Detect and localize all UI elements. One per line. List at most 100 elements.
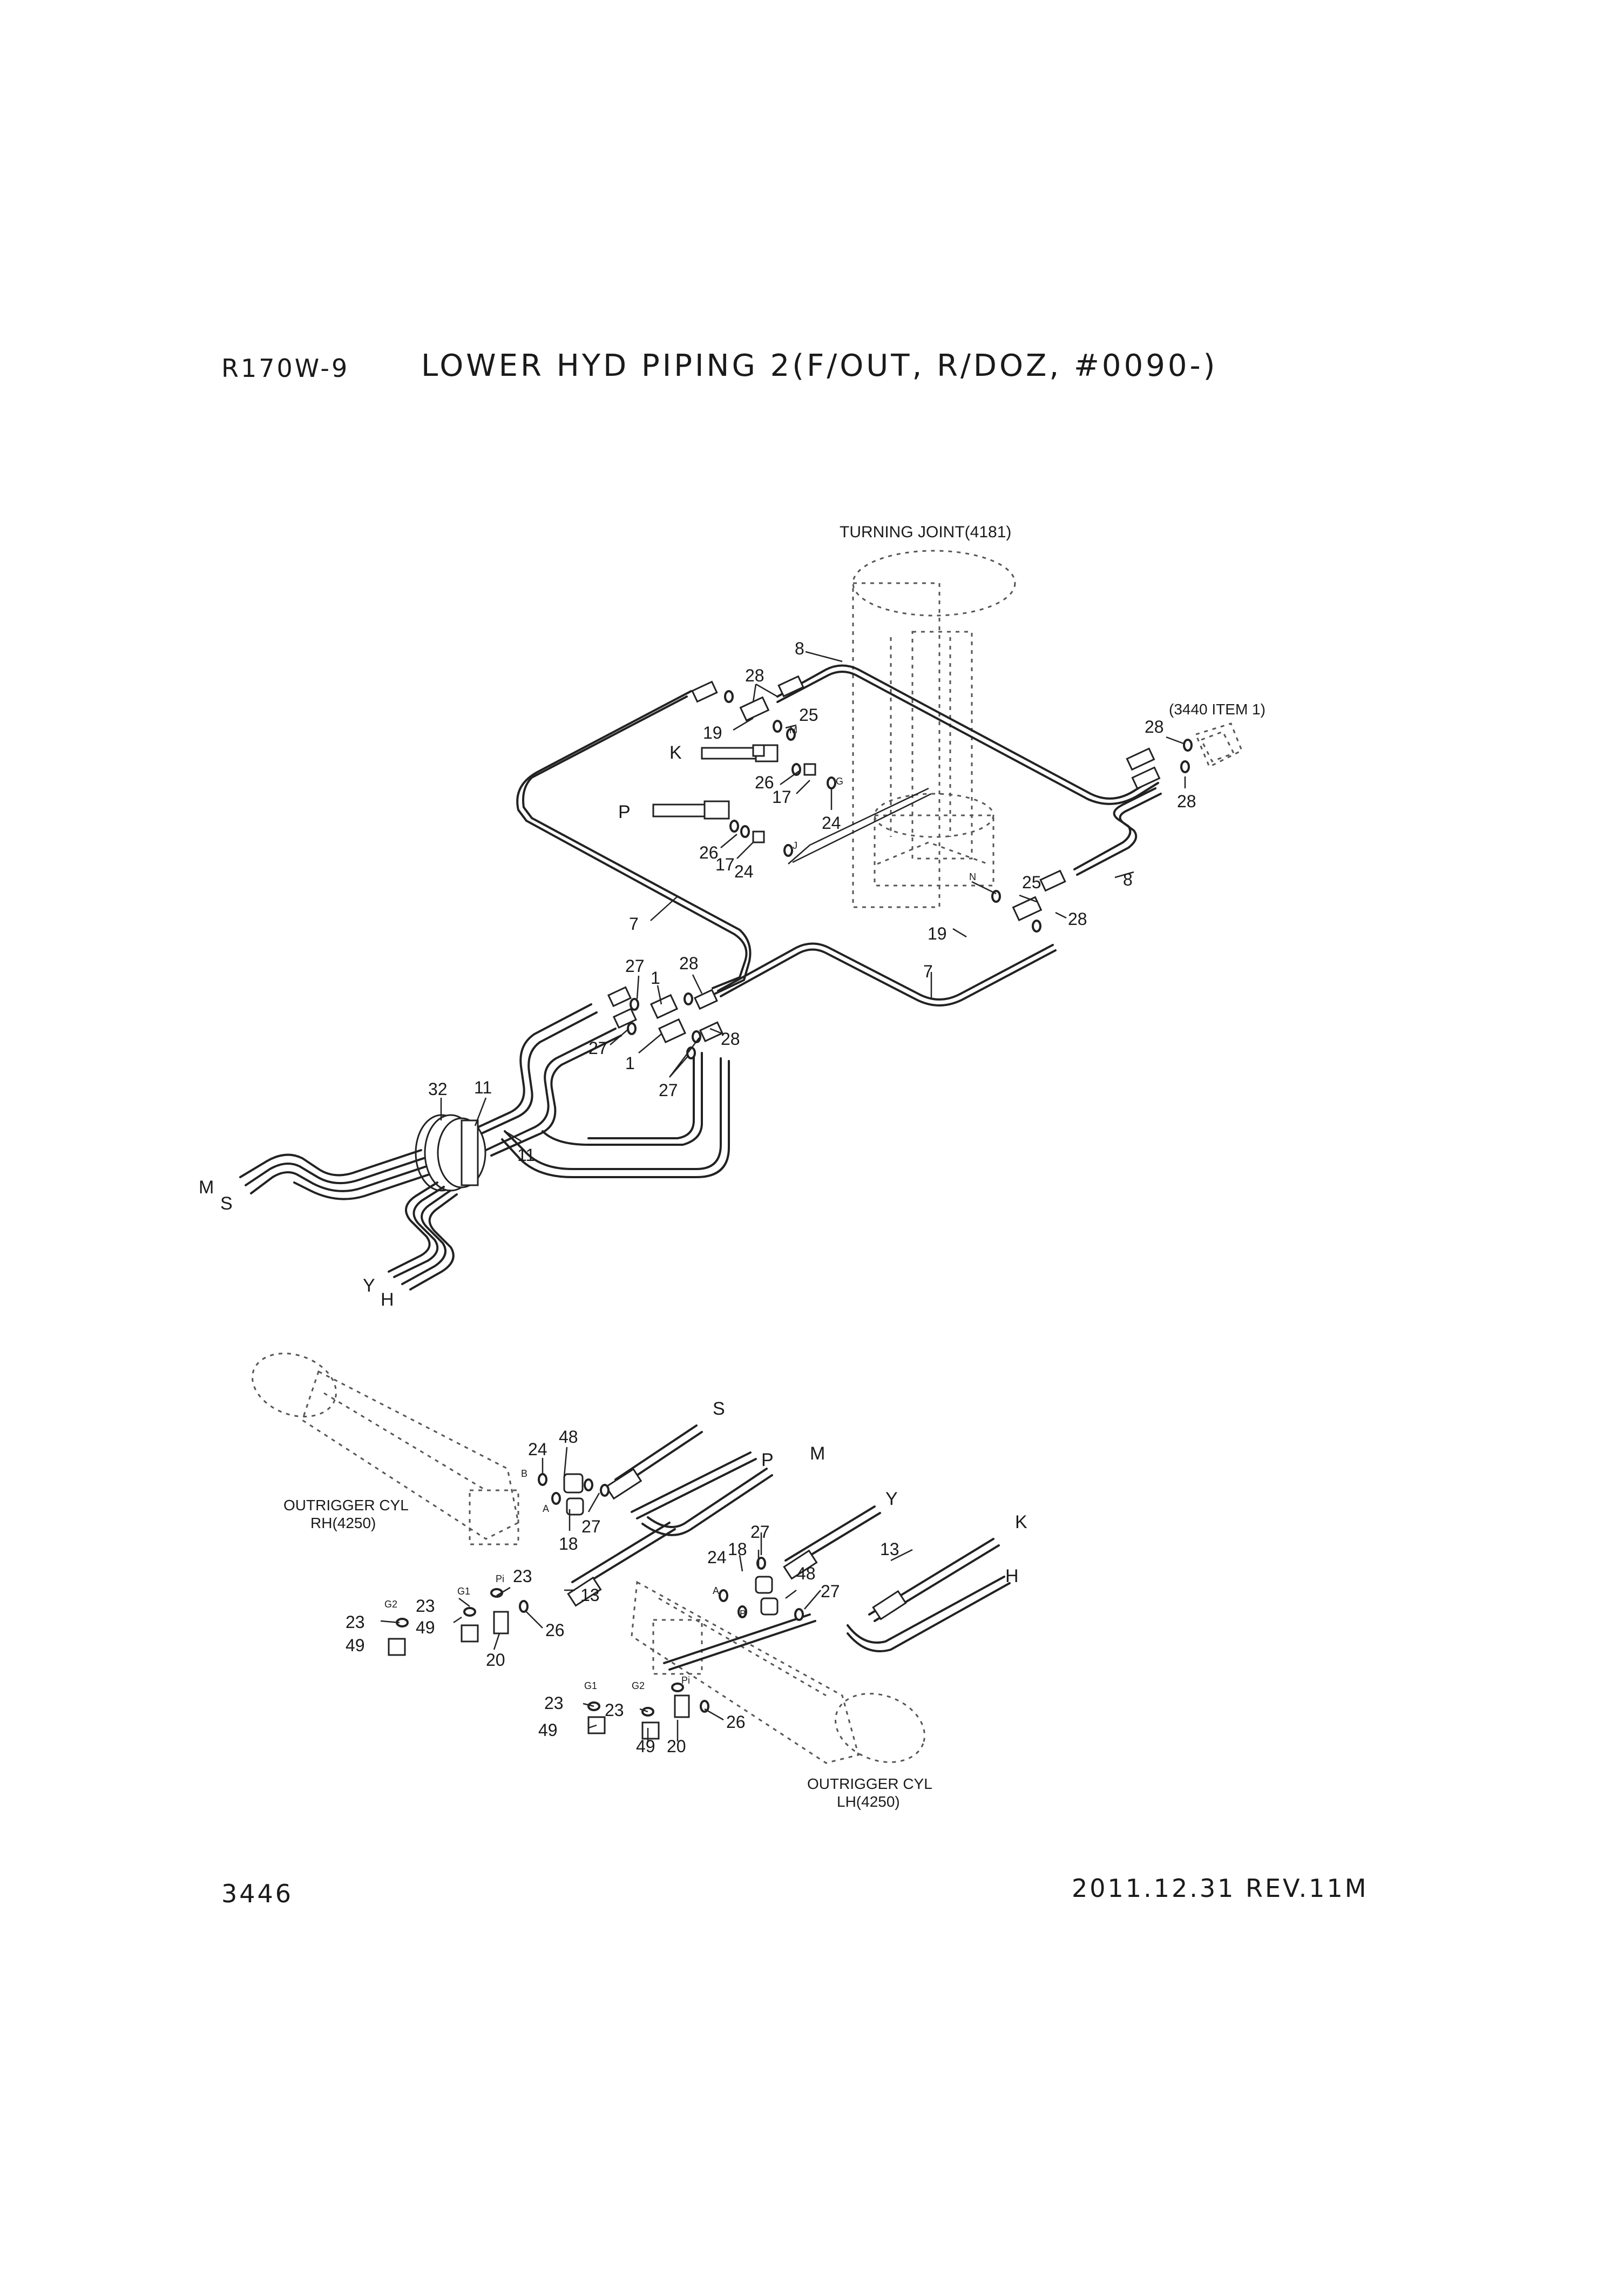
callout-number: 13: [880, 1539, 899, 1559]
callout-number: 27: [588, 1038, 608, 1058]
port-letter: Y: [363, 1275, 375, 1296]
callout-number: 24: [528, 1440, 547, 1459]
callout-number: 27: [821, 1582, 840, 1601]
o-rings-upper: [627, 690, 1193, 1059]
port-letter: S: [713, 1399, 725, 1419]
callout-number: 48: [559, 1427, 578, 1447]
model-code: R170W-9: [221, 354, 350, 383]
port-mark: B: [740, 1609, 746, 1619]
reference-fitting-ghost: [1194, 722, 1243, 768]
port-mark: G2: [632, 1680, 645, 1691]
callout-number: 25: [1022, 873, 1041, 892]
callout-number: 19: [928, 924, 947, 943]
hoses-lower: [567, 1424, 1011, 1671]
reference-label: (3440 ITEM 1): [1169, 701, 1266, 718]
callout-number: 26: [755, 773, 774, 792]
callout-number: 27: [625, 956, 645, 976]
port-mark: A: [713, 1585, 719, 1596]
callout-number: 7: [629, 914, 639, 934]
callout-number: 19: [703, 723, 722, 742]
callout-number: 17: [772, 787, 791, 807]
callout-number: 49: [538, 1720, 558, 1740]
port-mark: Pi: [496, 1573, 504, 1584]
outrigger-cyl-lh-ghost: [631, 1580, 925, 1764]
pipe-11-bundle: [474, 1003, 730, 1178]
port-letter: K: [1015, 1512, 1027, 1532]
port-mark: J: [793, 840, 797, 851]
callout-number: 20: [667, 1737, 686, 1756]
revision-stamp: 2011.12.31 REV.11M: [1072, 1874, 1369, 1903]
tee-fittings: [607, 986, 723, 1044]
port-letter: H: [381, 1289, 394, 1310]
hose-p: [652, 800, 730, 820]
callout-number: 49: [346, 1636, 365, 1655]
callout-number: 1: [651, 968, 660, 988]
callout-number: 26: [545, 1620, 565, 1640]
port-mark: G1: [457, 1586, 470, 1597]
page-number: 3446: [221, 1879, 294, 1908]
callout-number: 26: [699, 843, 719, 862]
callout-number: 27: [659, 1080, 678, 1100]
callout-number: 28: [721, 1029, 740, 1049]
port-mark: M: [789, 725, 797, 735]
callout-number: 1: [625, 1053, 635, 1073]
port-mark: G1: [584, 1680, 597, 1691]
callout-number: 23: [544, 1693, 564, 1713]
callout-number: 18: [559, 1534, 578, 1553]
callout-number: 32: [428, 1079, 448, 1099]
callout-number: 17: [715, 855, 735, 874]
callout-number: 28: [1177, 792, 1196, 811]
pipe-8-lower: [1073, 787, 1162, 876]
callout-number: 27: [581, 1517, 601, 1536]
turning-joint-ghost: [852, 550, 1016, 908]
port-letter: Y: [885, 1489, 898, 1509]
turning-joint-label: TURNING JOINT(4181): [840, 523, 1011, 541]
pipes-to-ms: [239, 1149, 430, 1200]
port-letter: M: [199, 1177, 214, 1198]
callout-number: 11: [517, 1145, 535, 1165]
callout-number: 28: [679, 954, 699, 973]
callout-number: 28: [745, 666, 764, 685]
callout-number: 28: [1145, 717, 1164, 737]
callout-number: 23: [513, 1566, 532, 1586]
port-mark: N: [969, 872, 976, 882]
port-letter: S: [220, 1193, 233, 1214]
port-mark: Pi: [681, 1675, 690, 1686]
leader-lines: [380, 651, 1186, 1741]
cyl-lh-label-2: LH(4250): [837, 1793, 900, 1810]
callout-number: 49: [416, 1618, 435, 1637]
callout-number: 7: [923, 962, 933, 981]
pipe-7-lower: [717, 942, 1057, 1006]
port-mark: A: [543, 1503, 549, 1514]
port-letter: K: [669, 742, 682, 763]
callout-number: 8: [795, 639, 804, 658]
callout-number: 11: [474, 1078, 492, 1097]
callout-number: 18: [728, 1539, 747, 1559]
pipes-to-yh: [388, 1181, 458, 1291]
callout-number: 27: [750, 1522, 770, 1542]
port-mark: G: [836, 776, 843, 787]
callout-number: 49: [636, 1737, 655, 1756]
fittings-lower: [388, 1473, 779, 1740]
port-letter: M: [810, 1443, 825, 1464]
cyl-rh-label-1: OUTRIGGER CYL: [283, 1497, 409, 1514]
callout-number: 23: [346, 1612, 365, 1632]
callout-number: 8: [1123, 870, 1133, 889]
callout-number: 24: [707, 1548, 727, 1567]
hose-k: [701, 744, 779, 762]
cyl-lh-label-1: OUTRIGGER CYL: [807, 1775, 932, 1792]
callout-number: 28: [1068, 909, 1087, 929]
callout-number: 13: [580, 1585, 600, 1605]
port-letter: H: [1005, 1566, 1019, 1586]
turning-joint-fittings: [691, 675, 1161, 922]
callout-number: 24: [822, 813, 841, 833]
callout-number: 26: [726, 1712, 746, 1732]
port-mark: G2: [384, 1599, 397, 1610]
callout-number: 23: [605, 1700, 624, 1720]
bulkhead-32: [415, 1114, 486, 1192]
outrigger-cyl-rh-ghost: [252, 1353, 519, 1545]
o-rings-lower: [396, 1473, 804, 1717]
callout-number: 20: [486, 1650, 505, 1670]
cyl-rh-label-2: RH(4250): [310, 1515, 376, 1531]
